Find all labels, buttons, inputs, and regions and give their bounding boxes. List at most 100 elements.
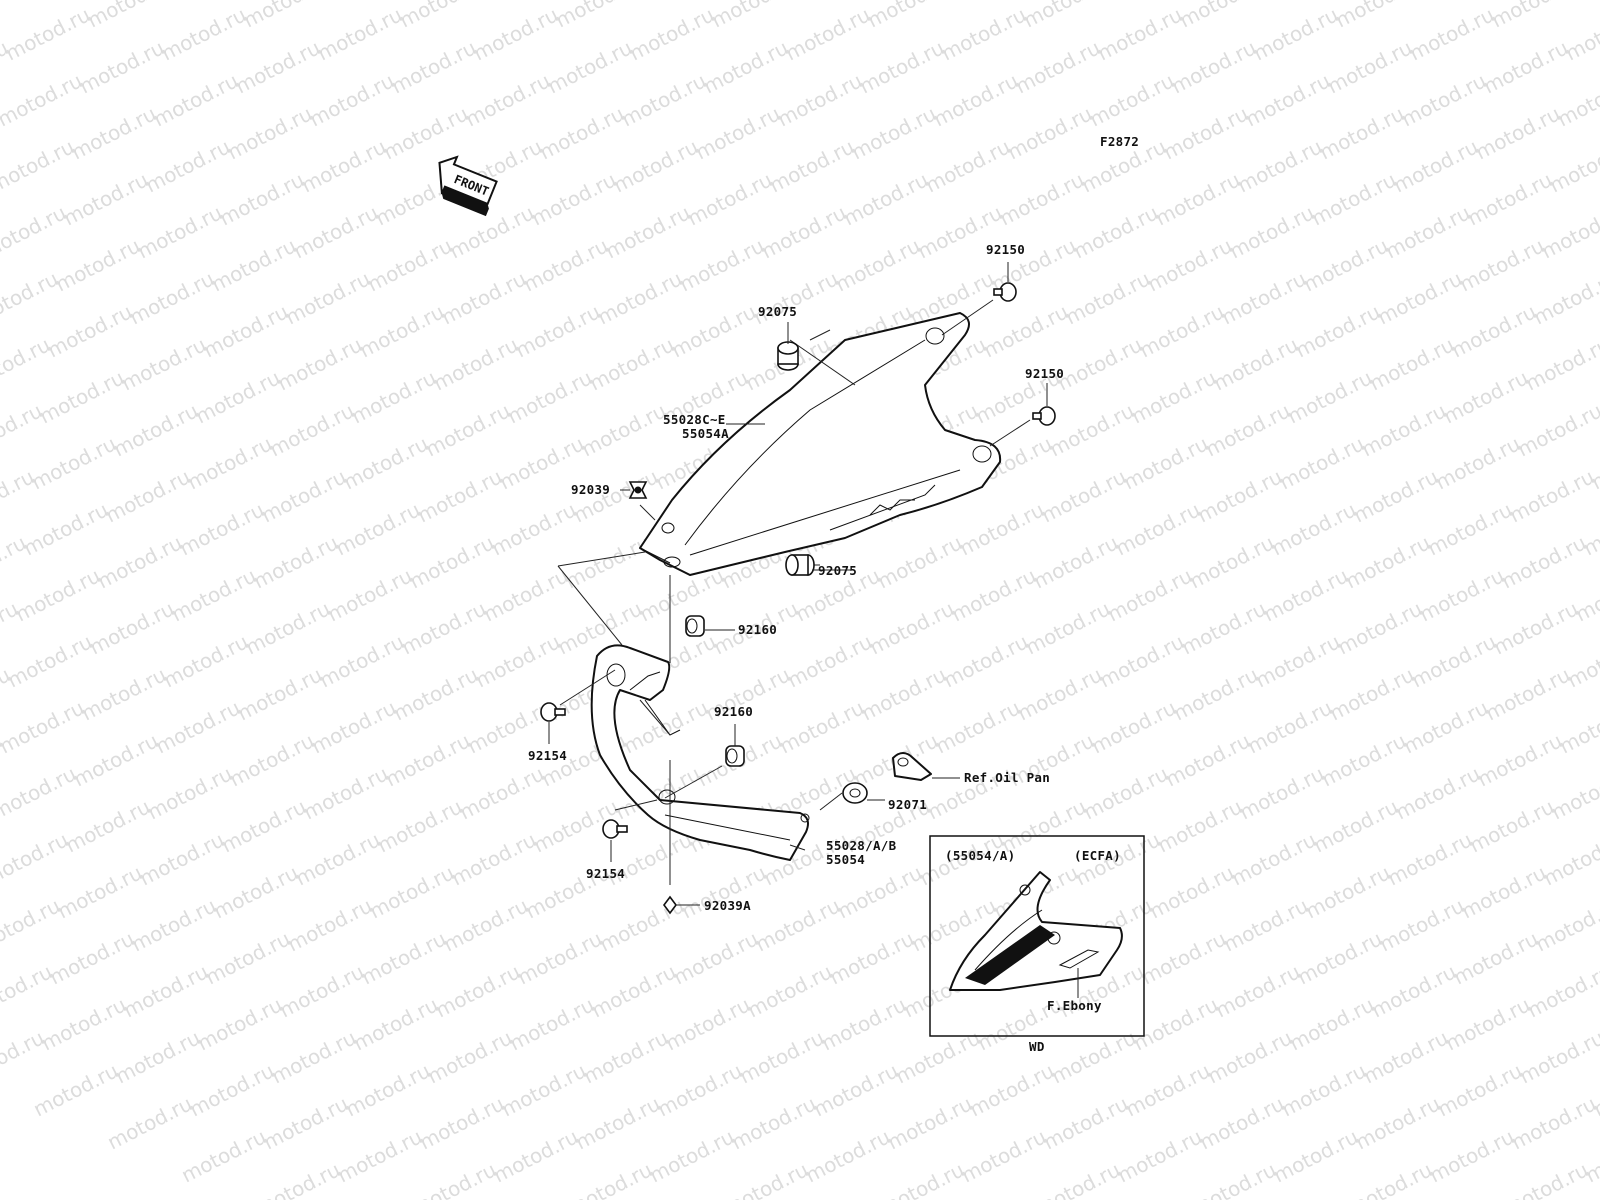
grommet-92160-top: [685, 615, 705, 637]
watermark-text: motod.ru: [1471, 101, 1564, 164]
watermark-text: motod.ru: [921, 134, 1014, 197]
watermark-text: motod.ru: [1085, 68, 1178, 131]
watermark-text: motod.ru: [1087, 695, 1180, 758]
watermark-text: motod.ru: [239, 0, 332, 32]
watermark-text: motod.ru: [1373, 266, 1466, 329]
watermark-text: motod.ru: [61, 794, 154, 857]
watermark-text: motod.ru: [527, 167, 620, 230]
watermark-text: motod.ru: [1003, 101, 1096, 164]
watermark-text: motod.ru: [1217, 266, 1310, 329]
watermark-text: motod.ru: [1121, 1058, 1214, 1121]
watermark-text: motod.ru: [1061, 266, 1154, 329]
watermark-text: motod.ru: [601, 200, 694, 263]
watermark-text: motod.ru: [109, 398, 202, 461]
watermark-text: motod.ru: [1399, 695, 1492, 758]
watermark-text: motod.ru: [405, 530, 498, 593]
watermark-text: motod.ru: [207, 233, 300, 296]
inset-cowl-variant: [949, 871, 1123, 991]
watermark-text: motod.ru: [653, 1058, 746, 1121]
watermark-text: motod.ru: [571, 1091, 664, 1154]
watermark-text: motod.ru: [215, 167, 308, 230]
watermark-text: motod.ru: [965, 1058, 1058, 1121]
callout-92071: 92071: [888, 797, 927, 812]
watermark-text: motod.ru: [175, 497, 268, 560]
watermark-text: motod.ru: [381, 728, 474, 791]
watermark-text: motod.ru: [1307, 167, 1400, 230]
watermark-text: motod.ru: [323, 563, 416, 626]
watermark-text: motod.ru: [387, 35, 480, 98]
watermark-text: motod.ru: [1415, 563, 1508, 626]
watermark-text: motod.ru: [1383, 827, 1476, 890]
watermark-text: motod.ru: [1515, 1025, 1600, 1088]
watermark-text: motod.ru: [349, 992, 442, 1055]
watermark-text: motod.ru: [0, 1025, 48, 1088]
watermark-text: motod.ru: [0, 893, 64, 956]
watermark-text: motod.ru: [1463, 167, 1556, 230]
watermark-text: motod.ru: [1325, 662, 1418, 725]
watermark-text: motod.ru: [489, 1124, 582, 1187]
watermark-text: motod.ru: [1195, 1091, 1288, 1154]
callout-92154-bottom: 92154: [586, 866, 625, 881]
watermark-text: motod.ru: [1433, 1058, 1526, 1121]
watermark-text: motod.ru: [69, 728, 162, 791]
watermark-text: motod.ru: [1037, 464, 1130, 527]
watermark-text: motod.ru: [749, 266, 842, 329]
watermark-text: motod.ru: [1227, 827, 1320, 890]
watermark-text: motod.ru: [1031, 1157, 1124, 1200]
watermark-text: motod.ru: [645, 1124, 738, 1187]
watermark-text: motod.ru: [683, 167, 776, 230]
watermark-text: motod.ru: [59, 167, 152, 230]
watermark-text: motod.ru: [275, 959, 368, 1022]
watermark-text: motod.ru: [1389, 134, 1482, 197]
watermark-text: motod.ru: [413, 464, 506, 527]
callout-92039a: 92039A: [704, 898, 751, 913]
watermark-text: motod.ru: [1293, 926, 1386, 989]
watermark-text: motod.ru: [825, 926, 918, 989]
watermark-text: motod.ru: [855, 35, 948, 98]
bolt-92154-left: [540, 702, 566, 722]
callout-92150-top: 92150: [986, 242, 1025, 257]
watermark-text: motod.ru: [1391, 761, 1484, 824]
watermark-text: motod.ru: [743, 959, 836, 1022]
watermark-text: motod.ru: [103, 1091, 196, 1154]
watermark-text: motod.ru: [0, 68, 86, 131]
watermark-text: motod.ru: [177, 1124, 270, 1187]
watermark-text: motod.ru: [331, 497, 424, 560]
watermark-text: motod.ru: [781, 2, 874, 65]
watermark-text: motod.ru: [839, 167, 932, 230]
watermark-text: motod.ru: [1275, 431, 1368, 494]
watermark-text: motod.ru: [363, 233, 456, 296]
watermark-text: motod.ru: [117, 332, 210, 395]
watermark-text: motod.ru: [1201, 398, 1294, 461]
watermark-text: motod.ru: [563, 1157, 656, 1200]
watermark-text: motod.ru: [185, 1058, 278, 1121]
watermark-text: motod.ru: [389, 662, 482, 725]
watermark-text: motod.ru: [1317, 728, 1410, 791]
watermark-text: motod.ru: [751, 893, 844, 956]
watermark-text: motod.ru: [1151, 167, 1244, 230]
watermark-text: motod.ru: [431, 959, 524, 1022]
watermark-text: motod.ru: [0, 827, 72, 890]
watermark-text: motod.ru: [461, 68, 554, 131]
watermark-text: motod.ru: [0, 959, 56, 1022]
watermark-text: motod.ru: [593, 266, 686, 329]
watermark-text: motod.ru: [1513, 398, 1600, 461]
watermark-text: motod.ru: [29, 1058, 122, 1121]
watermark-text: motod.ru: [773, 68, 866, 131]
watermark-text: motod.ru: [1397, 68, 1490, 131]
watermark-text: motod.ru: [1225, 200, 1318, 263]
watermark-text: motod.ru: [251, 1157, 344, 1200]
watermark-text: motod.ru: [281, 266, 374, 329]
grommet-92071: [842, 782, 868, 804]
watermark-text: motod.ru: [929, 68, 1022, 131]
watermark-text: motod.ru: [931, 695, 1024, 758]
watermark-text: motod.ru: [1127, 365, 1220, 428]
watermark-text: motod.ru: [27, 431, 120, 494]
inset-title-part: (55054/A): [945, 848, 1015, 863]
inset-frame: [929, 835, 1145, 1037]
clip-92039: [628, 481, 648, 499]
watermark-text: motod.ru: [395, 0, 488, 32]
callout-55028c-e: 55028C~E: [663, 412, 726, 427]
